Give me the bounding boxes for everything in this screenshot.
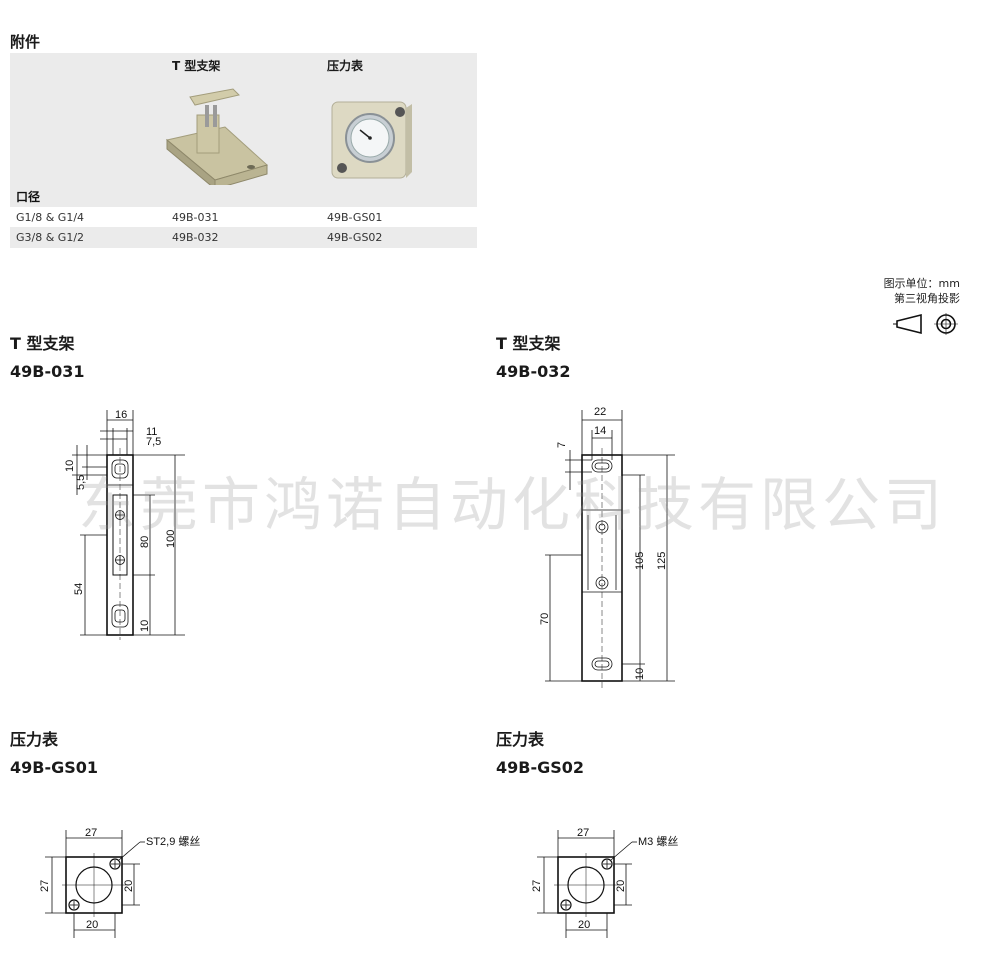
- gs01-dim-right: 20: [123, 880, 135, 892]
- gs01-dim-left: 27: [40, 880, 51, 892]
- dim-10-top: 10: [64, 460, 76, 472]
- gs01-thread-label: ST2,9 螺丝: [146, 835, 200, 848]
- third-angle-projection-icon: [893, 313, 958, 335]
- projection-line: 第三视角投影: [894, 292, 960, 305]
- gs02-thread-label: M3 螺丝: [638, 835, 678, 848]
- col-header-bracket: T 型支架: [172, 59, 221, 73]
- drawing-49b-032: 22 14 7 105 125 70 10: [539, 406, 675, 688]
- dim-105: 105: [634, 552, 646, 570]
- dim-54: 54: [73, 583, 85, 595]
- dim-22: 22: [594, 406, 606, 418]
- gs01-dim-bottom: 20: [86, 919, 98, 931]
- company-watermark: 东莞市鸿诺自动化科技有限公司: [78, 471, 947, 539]
- units-line: 图示单位：mm: [883, 277, 960, 290]
- dim-10: 10: [634, 668, 646, 680]
- dim-7-5: 7,5: [146, 436, 161, 448]
- drawing2-title: T 型支架: [496, 334, 561, 353]
- dim-125: 125: [656, 552, 668, 570]
- t-bracket-image: [165, 88, 269, 185]
- pressure-gauge-image: [331, 101, 412, 179]
- drawing-49b-gs02: 27 27 20 20 M3 螺丝: [531, 827, 678, 938]
- dim-80: 80: [139, 536, 151, 548]
- row1-port: G1/8 & G1/4: [16, 211, 85, 224]
- dim-10-bottom: 10: [139, 620, 151, 632]
- row1-gauge-code: 49B-GS01: [327, 211, 383, 224]
- gs02-dim-top: 27: [577, 827, 589, 839]
- drawing3-title: 压力表: [10, 730, 59, 749]
- col-header-gauge: 压力表: [327, 59, 364, 73]
- gs02-dim-right: 20: [615, 880, 627, 892]
- dim-14: 14: [594, 425, 606, 437]
- table-row: [10, 227, 477, 247]
- dim-16: 16: [115, 409, 127, 421]
- drawing4-code: 49B-GS02: [496, 758, 585, 777]
- row2-bracket-code: 49B-032: [172, 231, 219, 244]
- gs02-dim-left: 27: [531, 880, 543, 892]
- drawing1-code: 49B-031: [10, 362, 85, 381]
- row2-port: G3/8 & G1/2: [16, 231, 85, 244]
- dim-100: 100: [165, 530, 177, 548]
- row1-bracket-code: 49B-031: [172, 211, 219, 224]
- accessories-heading: 附件: [10, 33, 41, 51]
- drawing-49b-gs01: 27 27 20 20 ST2,9 螺丝: [40, 827, 200, 938]
- drawing2-code: 49B-032: [496, 362, 571, 381]
- dim-5-5: 5,5: [75, 475, 87, 490]
- dim-70: 70: [539, 613, 551, 625]
- drawing-49b-031: 16 11 7,5 10 5,5 80 100 54 10: [64, 409, 185, 640]
- port-size-label: 口径: [16, 190, 41, 204]
- dim-11: 11: [146, 426, 157, 438]
- units-note: 图示单位：mm 第三视角投影: [884, 276, 960, 306]
- drawing3-code: 49B-GS01: [10, 758, 99, 777]
- dim-7: 7: [556, 442, 568, 448]
- drawing1-title: T 型支架: [10, 334, 75, 353]
- table-row: [10, 207, 477, 227]
- row2-gauge-code: 49B-GS02: [327, 231, 383, 244]
- drawing4-title: 压力表: [496, 730, 545, 749]
- gs01-dim-top: 27: [85, 827, 97, 839]
- gs02-dim-bottom: 20: [578, 919, 590, 931]
